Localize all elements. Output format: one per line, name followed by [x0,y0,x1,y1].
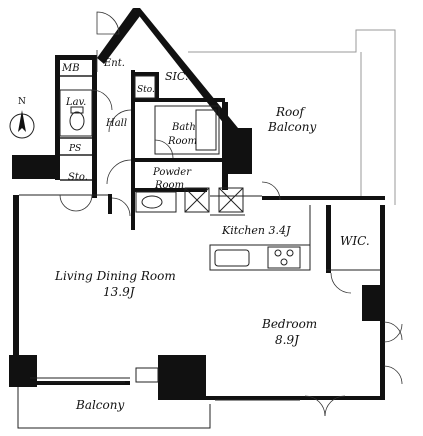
label-ent: Ent. [103,58,125,69]
label-roof-balcony-1: Roof [275,105,306,119]
kitchen-counters [209,205,380,273]
label-balcony: Balcony [75,398,124,412]
core-walls [55,8,252,230]
label-powder-2: Room [154,180,184,191]
compass: N [9,97,35,139]
label-bath-1: Bath [171,122,196,133]
balcony-outline [17,385,211,429]
partitions [19,75,244,213]
label-kitchen: Kitchen 3.4J [221,224,291,237]
exterior-walls [9,155,385,400]
doors [59,11,403,417]
label-bedroom-2: 8.9J [275,333,300,347]
label-wic: WIC. [340,234,370,248]
label-sic: SIC. [165,70,188,83]
label-bedroom-1: Bedroom [261,317,317,331]
windows [30,195,300,401]
label-living-1: Living Dining Room [54,269,176,283]
label-bath-2: Room [167,136,197,147]
roof-balcony-outline [188,29,396,205]
label-powder-1: Powder [152,167,192,178]
label-lav: Lav. [65,97,86,108]
compass-north-label: N [18,97,26,107]
label-roof-balcony-2: Balcony [267,120,316,134]
north-arrow-icon [18,110,26,132]
label-sto: Sto. [68,172,88,183]
label-mb: MB [61,63,80,74]
label-hall: Hall [105,118,127,129]
label-ps: PS [68,144,81,154]
label-sto-small: Sto. [137,85,155,95]
room-labels: MB Ent. SIC. Sto. Lav. Hall Bath Room Ro… [54,58,370,412]
label-living-2: 13.9J [103,285,136,299]
